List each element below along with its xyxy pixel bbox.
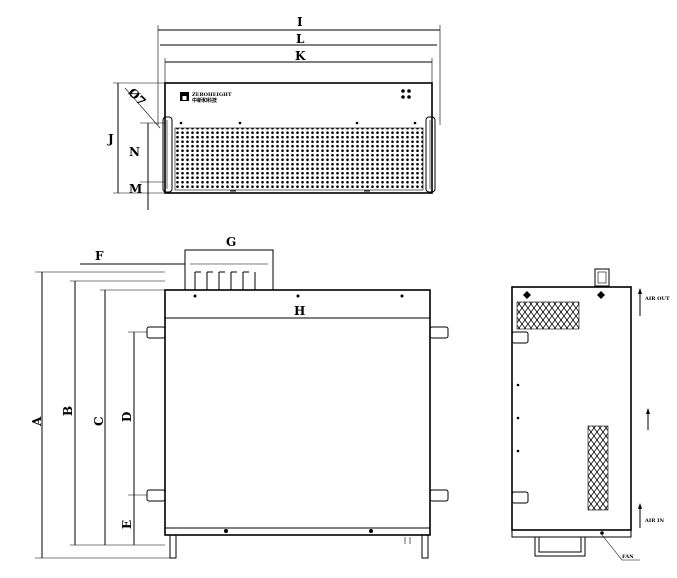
dimension-label-n: N xyxy=(129,145,140,159)
handle-top-right xyxy=(429,326,449,339)
arrow-up-icon xyxy=(646,408,650,414)
dimension-label-h: H xyxy=(294,304,305,318)
handle-bottom-left xyxy=(146,489,166,502)
dimension-label-j: J xyxy=(107,132,114,146)
indicator-dot-icon xyxy=(401,89,405,93)
dimension-label-l: L xyxy=(296,32,305,46)
top-vent xyxy=(517,302,579,329)
dimension-label-f: F xyxy=(95,249,104,263)
dimension-label-a: A xyxy=(30,416,44,427)
label-air-in: AIR IN xyxy=(644,518,664,524)
connector-block xyxy=(184,249,274,291)
dimension-label-b: B xyxy=(61,406,75,416)
side-vent xyxy=(588,426,608,510)
label-fan: FAN xyxy=(622,554,634,560)
right-handle xyxy=(425,116,436,193)
dimension-label-d: D xyxy=(120,412,134,422)
support-legs xyxy=(169,535,429,559)
side-connector xyxy=(594,268,610,287)
dimension-label-i: I xyxy=(297,15,303,29)
dimension-label-g: G xyxy=(226,235,236,249)
diameter-leader xyxy=(124,87,161,129)
indicator-dot-icon xyxy=(401,95,405,99)
dimension-label-m: M xyxy=(129,182,142,196)
arrow-up-icon xyxy=(638,288,642,294)
indicator-dot-icon xyxy=(407,95,411,99)
front-view: I L K ZEROHEIGHT 中新和科技 xyxy=(107,15,441,210)
brand-subtitle: 中新和科技 xyxy=(192,97,218,104)
front-panel xyxy=(164,82,433,194)
dimension-label-e: E xyxy=(120,520,134,529)
top-body xyxy=(164,289,431,536)
side-view: FAN AIR OUT AIR IN xyxy=(511,268,670,561)
dimension-label-phi7: Ø7 xyxy=(125,85,148,108)
handle-bottom-right xyxy=(429,489,449,502)
indicator-dot-icon xyxy=(407,89,411,93)
side-carry-handle xyxy=(534,537,586,557)
bottom-rail xyxy=(164,527,431,536)
dimension-label-k: K xyxy=(295,49,306,63)
arrow-up-icon xyxy=(638,503,642,509)
brand-name: ZEROHEIGHT xyxy=(192,92,232,98)
left-handle xyxy=(162,116,173,193)
top-view: G F H A B C xyxy=(30,235,449,559)
side-bottom-rail xyxy=(511,529,632,538)
handle-top-left xyxy=(146,326,166,339)
fan-leader xyxy=(601,534,640,561)
dimension-label-c: C xyxy=(92,416,106,426)
front-grille xyxy=(175,128,423,190)
label-air-out: AIR OUT xyxy=(644,296,670,302)
